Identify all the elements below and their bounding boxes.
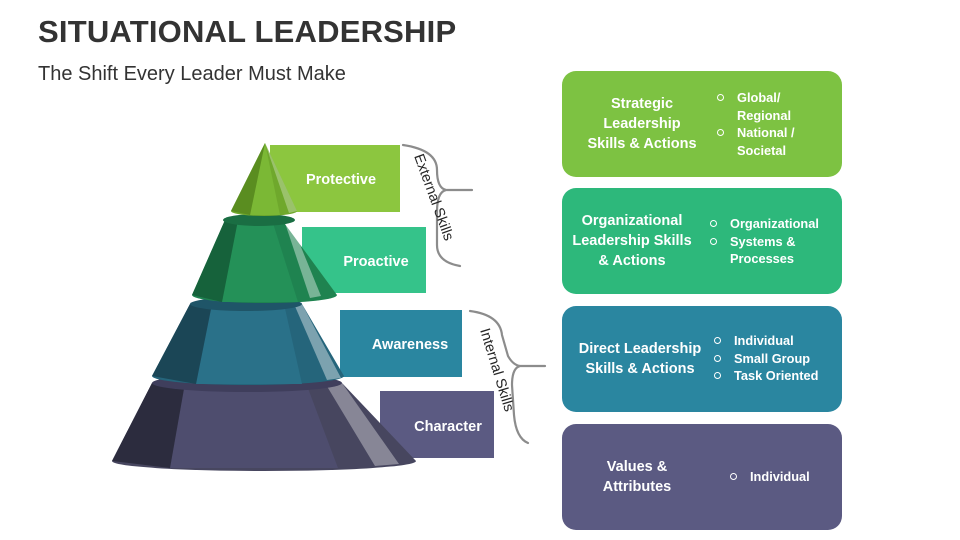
pyramid-level-proactive: Proactive (192, 214, 426, 304)
list-item: Task Oriented (712, 367, 818, 385)
card-values-attributes: Values & Attributes Individual (562, 424, 842, 530)
frustum-character-highlight (325, 383, 399, 466)
level-label-character: Character (414, 419, 482, 435)
list-item: National / Societal (715, 124, 795, 159)
card-organizational-leadership: Organizational Leadership Skills & Actio… (562, 188, 842, 294)
frustum-proactive-highlight (284, 220, 321, 298)
list-item: Individual (728, 468, 810, 486)
level-label-awareness: Awareness (372, 337, 448, 353)
cone-protective-highlight (265, 143, 297, 213)
frustum-awareness-shade (152, 304, 212, 384)
cone-protective-shade (231, 143, 265, 215)
frustum-character-front (170, 383, 338, 468)
card-title: Direct Leadership Skills & Actions (578, 341, 702, 377)
card-bullet-list: Individual (728, 468, 810, 486)
frustum-character-shade (112, 383, 185, 468)
cone-protective-front (250, 143, 280, 215)
list-item: Global/ Regional (715, 89, 795, 124)
pyramid-level-character: Character (112, 374, 494, 471)
label-tab-awareness (340, 310, 462, 377)
list-item: Organizational (708, 215, 819, 233)
frustum-proactive-front (222, 220, 298, 302)
frustum-proactive-shade (192, 220, 238, 302)
list-item: Individual (712, 332, 818, 350)
list-item: Small Group (712, 350, 818, 368)
list-item: Systems & Processes (708, 233, 819, 268)
card-title: Strategic Leadership Skills & Actions (587, 96, 697, 152)
frustum-awareness-highlight (294, 304, 341, 380)
frustum-proactive-top (223, 214, 295, 226)
card-direct-leadership: Direct Leadership Skills & Actions Indiv… (562, 306, 842, 412)
external-brace-icon (401, 143, 474, 268)
level-label-proactive: Proactive (343, 254, 408, 270)
card-title: Values & Attributes (602, 459, 672, 495)
card-bullet-list: Global/ Regional National / Societal (715, 89, 795, 159)
card-bullet-list: Organizational Systems & Processes (708, 215, 819, 268)
page-title: SITUATIONAL LEADERSHIP (38, 14, 457, 49)
card-strategic-leadership: Strategic Leadership Skills & Actions Gl… (562, 71, 842, 177)
level-label-protective: Protective (306, 172, 376, 188)
card-title: Organizational Leadership Skills & Actio… (572, 213, 692, 269)
frustum-awareness-front (196, 304, 302, 384)
pyramid-level-awareness: Awareness (152, 297, 462, 385)
pyramid-level-protective: Protective (231, 143, 400, 216)
internal-brace-icon (468, 309, 547, 445)
card-bullet-list: Individual Small Group Task Oriented (712, 332, 818, 385)
page-subtitle: The Shift Every Leader Must Make (38, 63, 346, 85)
